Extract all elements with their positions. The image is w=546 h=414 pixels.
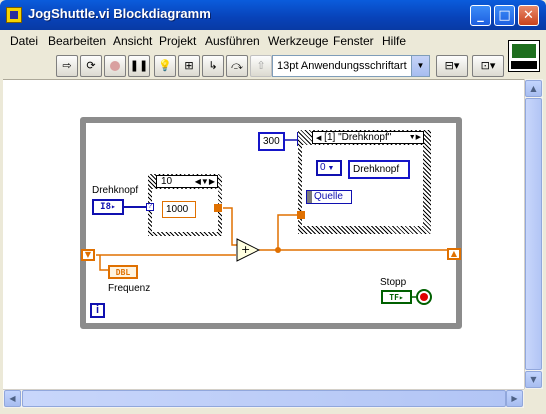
font-selector-value: 13pt Anwendungsschriftart	[277, 60, 407, 72]
step-into-icon[interactable]: ↳	[202, 55, 224, 77]
scroll-up-icon[interactable]: ▲	[525, 80, 542, 97]
stop-label: Stopp	[380, 277, 407, 288]
loop-condition-terminal[interactable]	[416, 289, 432, 305]
vertical-scroll-thumb[interactable]	[525, 98, 542, 370]
scroll-right-icon[interactable]: ▶	[506, 390, 523, 407]
frequenz-indicator[interactable]: DBL	[108, 265, 138, 279]
block-diagram-canvas[interactable]	[3, 79, 524, 389]
menu-projekt[interactable]: Projekt	[159, 34, 197, 48]
event-data-node[interactable]: Quelle	[306, 190, 352, 204]
shift-register-left[interactable]: ▼	[81, 249, 95, 261]
while-loop[interactable]	[80, 117, 462, 329]
drehknopf-control[interactable]: I8▸	[92, 199, 124, 215]
window-title: JogShuttle.vi Blockdiagramm	[28, 6, 211, 21]
case-selector-terminal[interactable]: ?	[146, 203, 154, 211]
abort-icon[interactable]	[104, 55, 126, 77]
menu-ansicht[interactable]: Ansicht	[113, 34, 153, 48]
timeout-constant[interactable]: 300	[258, 132, 285, 151]
case-selector[interactable]: 10 ◀▼▶	[156, 175, 218, 188]
frequenz-type: DBL	[115, 268, 131, 277]
event-prev-icon[interactable]: ◀	[316, 135, 322, 142]
labview-vi-icon[interactable]	[6, 7, 22, 23]
event-data-value: Quelle	[314, 191, 343, 202]
horizontal-scroll-thumb[interactable]	[22, 390, 506, 407]
pause-icon[interactable]: ❚❚	[128, 55, 150, 77]
case-output-wire	[223, 207, 240, 246]
step-out-icon: ⇧	[250, 55, 272, 77]
vi-icon[interactable]	[508, 40, 540, 72]
close-button[interactable]: ✕	[518, 5, 539, 26]
shift-register-right[interactable]: ▲	[447, 248, 461, 260]
wait-constant[interactable]: 1000	[162, 201, 196, 218]
iteration-terminal[interactable]: i	[90, 303, 105, 318]
event-data-handle	[307, 191, 312, 203]
event-selector[interactable]: ◀ [1] "Drehknopf" ▼▶	[312, 131, 424, 144]
minimize-button[interactable]: _	[470, 5, 491, 26]
event-next-icon[interactable]: ▼▶	[408, 134, 421, 141]
run-continuously-icon[interactable]: ⟳	[80, 55, 102, 77]
menu-fenster[interactable]: Fenster	[333, 34, 374, 48]
menu-datei[interactable]: Datei	[10, 34, 39, 48]
event-selector-value: [1] "Drehknopf"	[324, 132, 392, 143]
chevron-down-icon[interactable]: ▼	[411, 56, 429, 76]
vi-icon-connector	[511, 61, 537, 69]
event-index-constant[interactable]: 0 ▼	[316, 160, 342, 176]
event-frame	[302, 145, 423, 226]
scroll-down-icon[interactable]: ▼	[525, 371, 542, 388]
distribute-objects-icon[interactable]: ⊡▾	[472, 55, 504, 77]
title-bar	[0, 0, 546, 30]
case-structure[interactable]: 10 ◀▼▶	[148, 174, 222, 236]
align-objects-icon[interactable]: ⊟▾	[436, 55, 468, 77]
highlight-execution-icon[interactable]: 💡	[154, 55, 176, 77]
event-structure[interactable]: ◀ [1] "Drehknopf" ▼▶	[298, 130, 431, 234]
stop-sign-icon	[420, 293, 428, 301]
vi-icon-graph	[512, 44, 536, 58]
scroll-left-icon[interactable]: ◀	[4, 390, 21, 407]
add-function[interactable]: +	[236, 238, 260, 262]
retain-wire-values-icon[interactable]: ⊞	[178, 55, 200, 77]
event-index-value: 0	[320, 162, 326, 173]
case-selector-arrows-icon[interactable]: ◀▼▶	[194, 177, 215, 186]
event-input-wire	[277, 214, 300, 250]
menu-ausfuehren[interactable]: Ausführen	[205, 34, 260, 48]
step-over-icon[interactable]: ⤼	[226, 55, 248, 77]
drehknopf-type: I8	[100, 202, 111, 212]
maximize-button[interactable]: □	[494, 5, 515, 26]
stop-type: TF	[389, 293, 399, 302]
case-selector-value: 10	[161, 176, 173, 187]
frequenz-wire	[99, 255, 108, 271]
menu-bearbeiten[interactable]: Bearbeiten	[48, 34, 107, 48]
case-output-tunnel[interactable]	[214, 204, 222, 212]
wire-junction	[275, 247, 281, 253]
drehknopf-label: Drehknopf	[92, 185, 139, 196]
size-grip[interactable]	[524, 389, 543, 408]
menu-werkzeuge[interactable]: Werkzeuge	[268, 34, 329, 48]
menu-hilfe[interactable]: Hilfe	[382, 34, 407, 48]
event-input-tunnel[interactable]	[297, 211, 305, 219]
event-source-constant[interactable]: Drehknopf	[348, 160, 410, 179]
frequenz-label: Frequenz	[108, 283, 151, 294]
stop-control[interactable]: TF▸	[381, 290, 412, 304]
font-selector[interactable]: 13pt Anwendungsschriftart ▼	[272, 55, 430, 77]
menu-bar	[3, 30, 543, 52]
run-arrow-icon[interactable]: ⇨	[56, 55, 78, 77]
add-symbol: +	[241, 243, 250, 256]
